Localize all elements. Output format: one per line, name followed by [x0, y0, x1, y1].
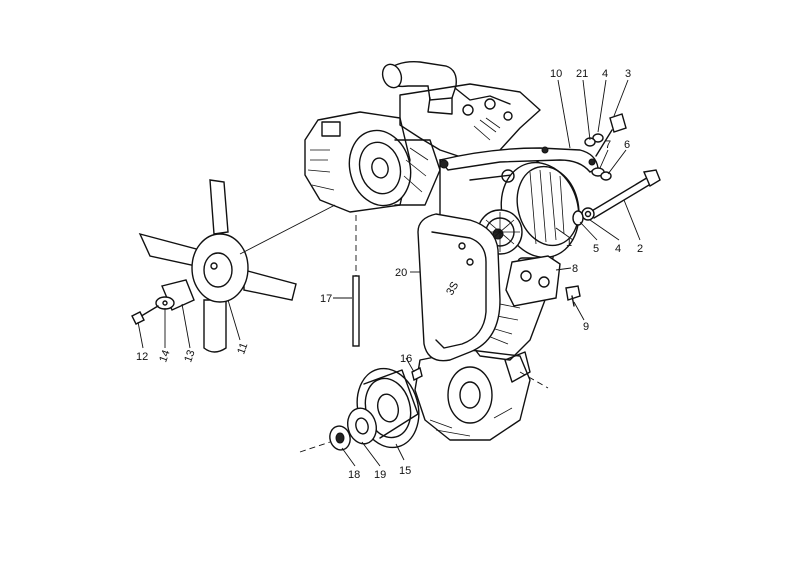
callout-17: 17 — [320, 293, 332, 305]
callout-12: 12 — [136, 351, 148, 363]
pivot-bolt — [572, 169, 661, 226]
alternator-bracket — [505, 255, 581, 307]
callout-8: 8 — [572, 263, 578, 275]
callout-14: 14 — [157, 348, 172, 364]
leader-lines — [137, 79, 641, 467]
svg-text:3S: 3S — [444, 280, 461, 298]
callout-10: 10 — [550, 68, 562, 80]
callout-13: 13 — [182, 348, 197, 364]
callout-4a: 4 — [602, 68, 608, 80]
dowel-rod — [352, 215, 360, 347]
callout-18: 18 — [348, 469, 360, 481]
crankshaft-pulley — [299, 366, 423, 453]
fan-hardware — [131, 279, 195, 325]
callout-6: 6 — [624, 139, 630, 151]
callout-15: 15 — [399, 465, 411, 477]
callout-7: 7 — [605, 139, 611, 151]
callout-21: 21 — [576, 68, 588, 80]
callout-3: 3 — [625, 68, 631, 80]
callout-2: 2 — [637, 243, 643, 255]
callout-5: 5 — [593, 243, 599, 255]
callout-19: 19 — [374, 469, 386, 481]
callout-9: 9 — [583, 321, 589, 333]
drive-belt: 3S — [417, 213, 501, 362]
callout-16: 16 — [400, 353, 412, 365]
callout-1: 1 — [566, 237, 572, 249]
callout-labels: 10 21 4 3 7 6 2 4 5 1 8 9 20 17 16 12 14… — [136, 68, 643, 481]
bolt-stack-upper — [584, 113, 627, 181]
callout-4b: 4 — [615, 243, 621, 255]
adjusting-link — [438, 146, 599, 173]
callout-11: 11 — [235, 341, 250, 356]
callout-20: 20 — [395, 267, 407, 279]
cooling-fan — [138, 179, 336, 353]
